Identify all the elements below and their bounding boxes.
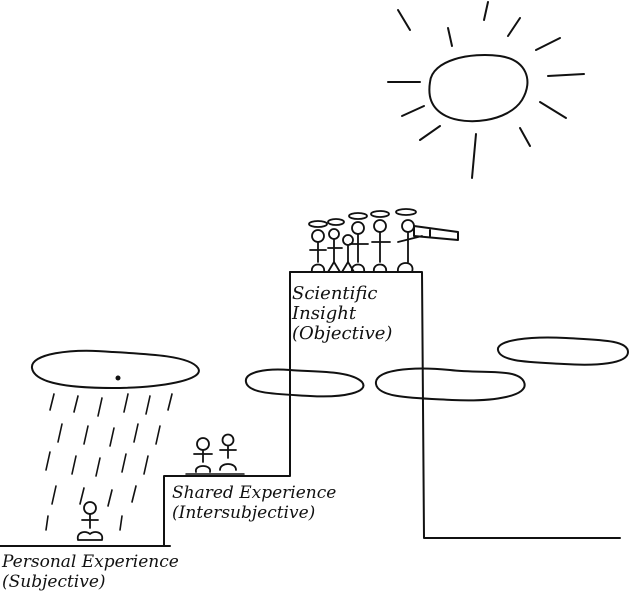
shared-title: Shared Experience bbox=[172, 483, 337, 503]
stick-figure-icon bbox=[219, 433, 237, 471]
stick-figure-icon bbox=[76, 501, 104, 541]
sun-icon bbox=[387, 1, 585, 179]
cloud-icon bbox=[31, 349, 200, 389]
halo-icon bbox=[308, 220, 328, 228]
cloud-dot bbox=[115, 375, 121, 381]
rain-icon bbox=[45, 393, 173, 531]
scientist-group bbox=[308, 208, 423, 273]
shared-qualifier: (Intersubjective) bbox=[172, 503, 316, 523]
personal-experience-label: Personal Experience (Subjective) bbox=[2, 552, 179, 592]
halo-icon bbox=[370, 210, 390, 218]
steps-outline bbox=[0, 271, 621, 547]
halo-icon bbox=[327, 218, 345, 226]
personal-qualifier: (Subjective) bbox=[2, 572, 106, 592]
stick-figure-icon bbox=[193, 437, 213, 473]
shared-experience-label: Shared Experience (Intersubjective) bbox=[172, 483, 336, 523]
cloud-icon bbox=[244, 368, 365, 398]
halo-icon bbox=[348, 212, 368, 220]
halo-icon bbox=[395, 208, 417, 216]
cloud-icon bbox=[497, 336, 629, 366]
cloud-icon bbox=[375, 367, 526, 402]
personal-title: Personal Experience bbox=[2, 552, 179, 572]
scientific-qualifier: (Objective) bbox=[292, 323, 393, 344]
scientific-title: Scientific bbox=[292, 283, 378, 304]
scientific-subtitle: Insight bbox=[292, 303, 357, 324]
scientific-insight-label: Scientific Insight (Objective) bbox=[292, 284, 392, 344]
telescope-icon bbox=[413, 225, 459, 241]
